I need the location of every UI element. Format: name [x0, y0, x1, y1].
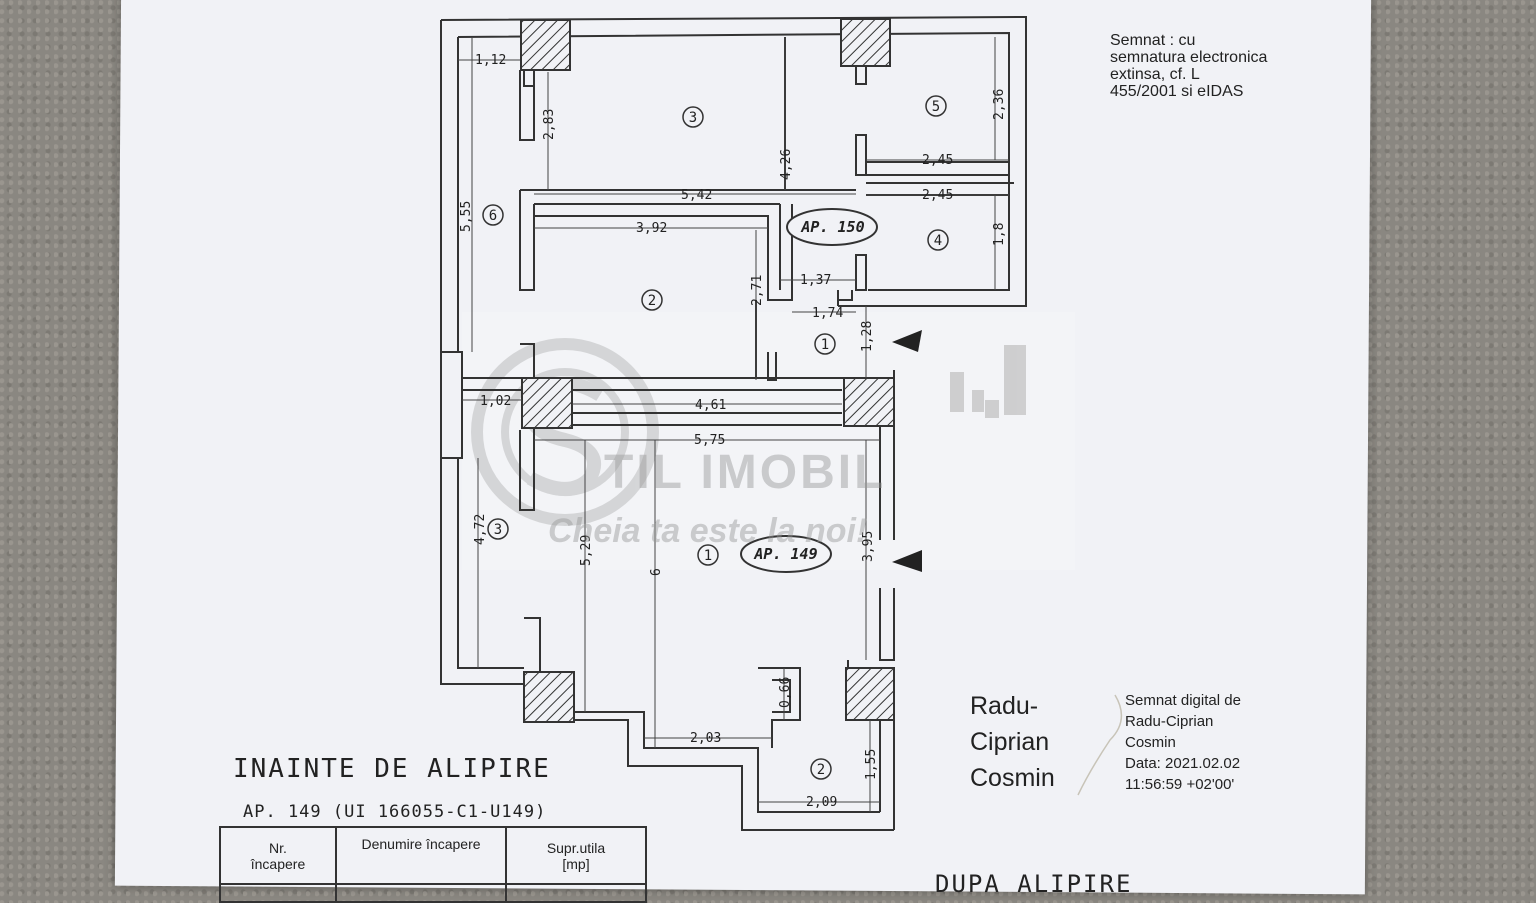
digital-signature-stamp: Semnat digital de Radu-Ciprian Cosmin Da…	[1125, 690, 1241, 795]
table-header-line: încapere	[250, 855, 306, 872]
table-header-line: Nr.	[269, 839, 287, 856]
column-block	[840, 18, 891, 67]
room-number: 6	[489, 208, 497, 224]
dimension-label: 2,83	[542, 109, 557, 140]
dimension-label: 2,71	[750, 275, 765, 306]
dimension-label: 1,55	[864, 749, 879, 780]
watermark-slogan: Cheia ta este la noi!	[548, 512, 868, 550]
dimension-label: 6	[649, 568, 664, 576]
signature-mark-icon	[1077, 694, 1123, 796]
dimension-label: 5,42	[681, 188, 712, 203]
table-cell	[505, 883, 647, 903]
section-title-after: DUPA ALIPIRE	[935, 870, 1133, 898]
dimension-label: 1,37	[800, 273, 831, 288]
floor-plan: 1 2 3 4 5 6 1 2 3 AP. 150 AP. 149 1,12 2…	[440, 15, 1123, 831]
dimension-label: 1,28	[860, 321, 875, 352]
dimension-label: 4,72	[473, 514, 488, 545]
dimension-label: 3,92	[636, 221, 667, 236]
signer-name-line: Ciprian	[970, 728, 1050, 756]
dimension-label: 4,26	[779, 149, 794, 180]
room-number: 4	[934, 233, 942, 249]
room-number: 5	[932, 99, 940, 115]
dimension-label: 5,55	[459, 201, 474, 232]
dimension-label: 2,09	[806, 795, 837, 810]
table-row	[219, 883, 647, 903]
table-header-line: Supr.utila	[546, 839, 606, 856]
table-header-name: Denumire încapere	[335, 826, 507, 885]
room-number: 1	[821, 337, 829, 353]
room-number: 2	[648, 293, 656, 309]
table-header-line: [mp]	[562, 855, 590, 872]
column-block	[523, 671, 575, 723]
rooms-table: Nr. încapere Denumire încapere Supr.util…	[219, 826, 647, 903]
room-number: 3	[494, 522, 502, 538]
table-header-nr: Nr. încapere	[219, 826, 337, 885]
column-block	[843, 377, 895, 427]
column-block	[520, 19, 571, 71]
dimension-label: 0,66	[778, 677, 793, 708]
signature-notice: Semnat : cu semnatura electronica extins…	[1110, 32, 1310, 100]
entrance-arrow-icon	[892, 330, 922, 352]
apartment-label: AP. 150	[800, 218, 864, 236]
signature-notice-line: semnatura electronica	[1110, 49, 1268, 66]
room-number: 3	[689, 110, 697, 126]
dimension-label: 5,75	[694, 433, 725, 448]
digital-signature-line: Data: 2021.02.02	[1125, 755, 1241, 772]
dimension-label: 2,45	[922, 188, 953, 203]
signer-name-line: Radu-	[970, 692, 1039, 720]
table-header-area: Supr.utila [mp]	[505, 826, 647, 885]
apartment-label: AP. 149	[753, 545, 817, 563]
dimension-label: 2,45	[922, 153, 953, 168]
signature-notice-line: extinsa, cf. L	[1110, 66, 1200, 83]
dimension-label: 2,03	[690, 731, 721, 746]
table-cell	[335, 883, 507, 903]
watermark-building-icon	[950, 345, 1026, 418]
dimension-label: 1,74	[812, 306, 843, 321]
dimension-label: 2,36	[992, 89, 1007, 120]
signature-notice-line: 455/2001 si eIDAS	[1110, 83, 1244, 100]
entrance-arrow-icon	[892, 550, 922, 572]
table-cell	[219, 883, 337, 903]
digital-signature-line: Cosmin	[1125, 734, 1176, 751]
signature-notice-line: Semnat : cu	[1110, 32, 1196, 49]
dimension-label: 5,29	[579, 535, 594, 566]
signer-name-line: Cosmin	[970, 764, 1055, 792]
room-number: 2	[817, 762, 825, 778]
watermark-brand: TIL IMOBIL	[604, 446, 887, 499]
signer-name: Radu- Ciprian Cosmin	[970, 688, 1055, 796]
dimension-label: 1,8	[992, 223, 1007, 246]
dimension-label: 3,95	[861, 531, 876, 562]
digital-signature-line: Radu-Ciprian	[1125, 713, 1214, 730]
dimension-label: 4,61	[695, 398, 726, 413]
dimension-label: 1,12	[475, 53, 506, 68]
column-block	[521, 377, 573, 429]
digital-signature-line: Semnat digital de	[1125, 692, 1241, 709]
apartment-ellipse	[786, 208, 878, 246]
digital-signature-line: 11:56:59 +02'00'	[1125, 776, 1235, 793]
column-block	[845, 667, 895, 721]
room-number: 1	[704, 548, 712, 564]
apartment-code: AP. 149 (UI 166055-C1-U149)	[243, 802, 547, 822]
section-title-before: INAINTE DE ALIPIRE	[233, 754, 551, 784]
dimension-label: 1,02	[480, 394, 511, 409]
apartment-ellipse	[740, 535, 832, 573]
